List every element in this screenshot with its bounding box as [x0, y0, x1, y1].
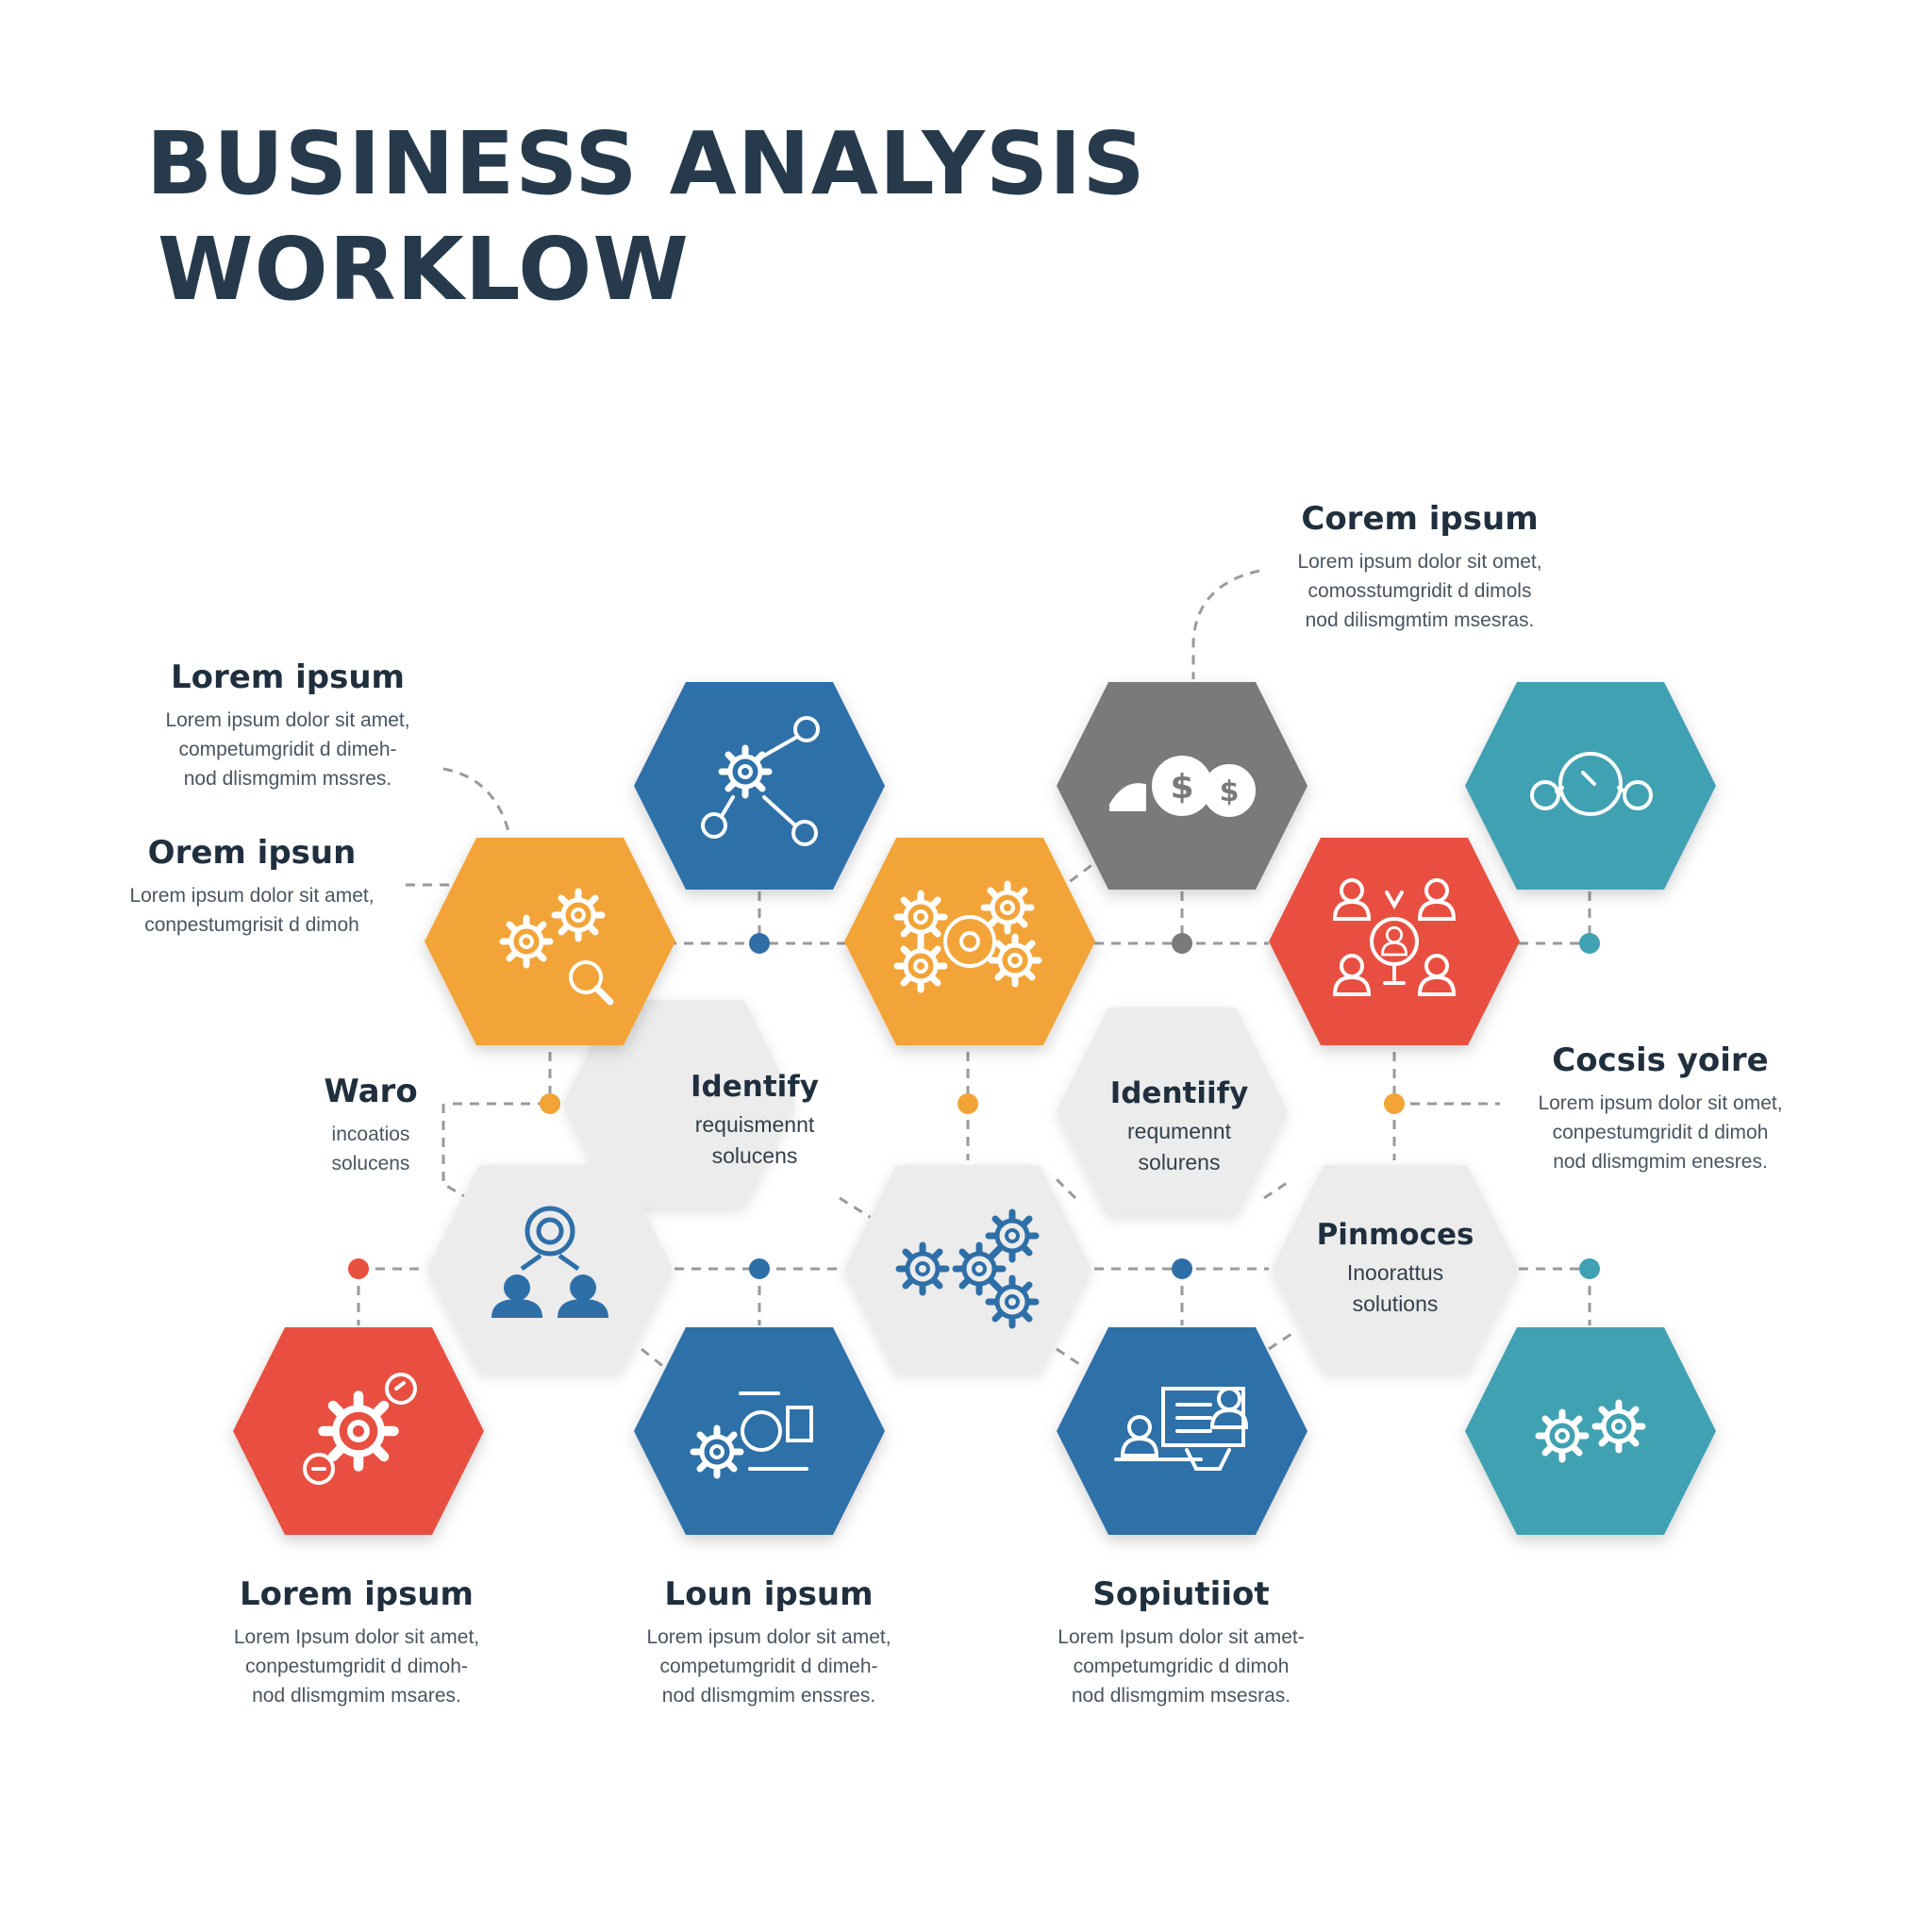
team-network-icon — [1333, 878, 1456, 996]
dot — [749, 933, 770, 954]
callout-body: Lorem Ipsum dolor sit amet- competumgrid… — [1058, 1626, 1305, 1707]
gear-target-icon — [303, 1373, 417, 1485]
inner-body: requismennt solucens — [694, 1112, 815, 1168]
dollar-coins-icon: $ $ — [1109, 756, 1256, 817]
target-people-icon — [491, 1206, 608, 1318]
title-line-1: BUSINESS ANALYSIS — [146, 113, 1146, 214]
svg-text:$: $ — [1220, 775, 1240, 808]
callout-heading: Orem ipsun — [147, 834, 357, 872]
callout-body: Lorem ipsum dolor sit omet, comosstumgri… — [1297, 551, 1542, 631]
gears-process-icon — [897, 884, 1039, 990]
callout-left-top: Lorem ipsum Lorem ipsum dolor sit amet, … — [165, 658, 409, 793]
hex-teal-bottom — [1465, 1327, 1716, 1535]
inner-body: Inoorattus solutions — [1346, 1260, 1444, 1316]
inner-heading: Pinmoces — [1316, 1218, 1474, 1252]
callout-body: Lorem ipsum dolor sit amet, competumgrid… — [165, 709, 410, 790]
callout-top-right: Corem ipsum Lorem ipsum dolor sit omet, … — [1297, 500, 1541, 635]
dot — [1579, 1258, 1600, 1279]
inner-heading: Identify — [691, 1070, 819, 1104]
dot — [348, 1258, 369, 1279]
workstation-icon — [693, 1391, 813, 1475]
callout-body: incoatios solucens — [331, 1124, 410, 1174]
callout-bottom-3: Sopiutiiot Lorem Ipsum dolor sit amet- c… — [1058, 1575, 1304, 1710]
hex-teal-top — [1465, 682, 1716, 890]
callout-bottom-1: Lorem ipsum Lorem Ipsum dolor sit amet, … — [234, 1575, 479, 1710]
gear-network-icon — [701, 716, 820, 846]
inner-label-identify-1: Identify requismennt solucens — [646, 1070, 863, 1172]
page-title: BUSINESS ANALYSIS WORKLOW — [146, 111, 1146, 323]
hex-identify-2 — [1057, 1008, 1288, 1215]
callout-heading: Lorem ipsum — [240, 1575, 474, 1613]
hex-gears — [844, 1165, 1091, 1373]
presentation-icon — [1114, 1387, 1248, 1471]
callout-body: Lorem Ipsum dolor sit amet, conpestumgri… — [233, 1626, 480, 1707]
callout-heading: Sopiutiiot — [1092, 1575, 1270, 1613]
connector-dots — [348, 933, 1600, 1279]
inner-body: requmennt solurens — [1127, 1119, 1231, 1174]
dot — [540, 1093, 560, 1114]
dot — [1579, 933, 1600, 954]
callout-body: Lorem ipsum dolor sit amet, competumgrid… — [646, 1626, 891, 1707]
leader-left-low — [441, 1102, 542, 1200]
leader-left-top — [442, 767, 511, 836]
inner-label-pinmoces: Pinmoces Inoorattus solutions — [1287, 1218, 1504, 1320]
callout-heading: Waro — [324, 1073, 418, 1110]
callout-right-mid: Cocsis yoire Lorem ipsum dolor sit omet,… — [1538, 1041, 1782, 1176]
dot — [1172, 1258, 1192, 1279]
callout-heading: Lorem ipsum — [171, 658, 405, 696]
target-link-icon — [1530, 752, 1653, 816]
hex-orange-mid — [844, 838, 1095, 1045]
callout-left-low: Waro incoatios solucens — [324, 1073, 417, 1178]
dot — [1172, 933, 1192, 954]
leader-top-right — [1191, 569, 1260, 679]
dot — [1384, 1093, 1405, 1114]
svg-text:$: $ — [1170, 768, 1193, 807]
callout-bottom-2: Loun ipsum Lorem ipsum dolor sit amet, c… — [646, 1575, 891, 1710]
callout-heading: Cocsis yoire — [1552, 1041, 1769, 1079]
inner-label-identify-2: Identiify requmennt solurens — [1071, 1076, 1288, 1178]
callout-left-mid: Orem ipsun Lorem ipsum dolor sit amet, c… — [129, 834, 374, 940]
dot — [958, 1093, 978, 1114]
hex-identify-1 — [563, 1000, 795, 1208]
callout-heading: Corem ipsum — [1301, 500, 1539, 538]
callout-body: Lorem ipsum dolor sit omet, conpestumgri… — [1538, 1092, 1783, 1173]
hex-people — [427, 1165, 673, 1373]
hex-blue-bottom-1 — [634, 1327, 885, 1535]
inner-heading: Identiify — [1109, 1076, 1249, 1110]
hex-pinmoces — [1272, 1165, 1519, 1373]
gears-magnifier-icon — [503, 891, 614, 1006]
hex-red-bottom — [233, 1327, 484, 1535]
callout-heading: Loun ipsum — [664, 1575, 874, 1613]
title-line-2: WORKLOW — [158, 219, 690, 320]
dot — [749, 1258, 770, 1279]
callout-body: Lorem ipsum dolor sit amet, conpestumgri… — [129, 885, 375, 936]
